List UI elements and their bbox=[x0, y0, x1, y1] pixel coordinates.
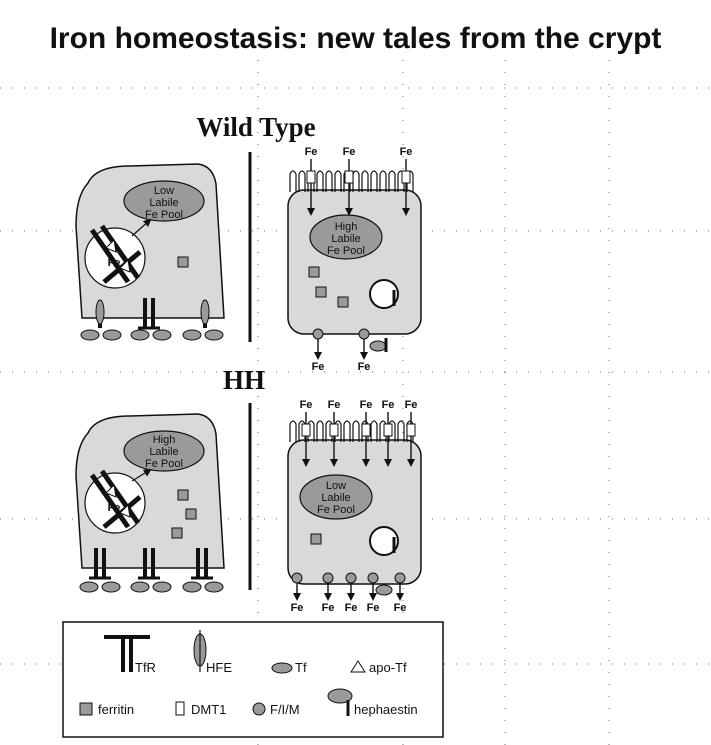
legend-tfr-label: TfR bbox=[135, 660, 156, 675]
ferritin-icon bbox=[177, 256, 189, 268]
hh-villus-pool-line1: Low bbox=[326, 480, 346, 492]
hephaestin-icon bbox=[375, 584, 393, 596]
hh-endosome-fe: Fe bbox=[108, 502, 121, 514]
legend: TfR HFE Tf apo-Tf ferritin DMT1 F/I/M he… bbox=[62, 621, 444, 738]
ferritin-icon bbox=[177, 489, 189, 501]
legend-box bbox=[62, 621, 444, 738]
hh-villus-pool-line3: Fe Pool bbox=[317, 504, 355, 516]
fim-icon bbox=[322, 572, 334, 584]
hh-villus-pool-icon bbox=[299, 474, 373, 520]
wild-type-crypt-cell: Low Labile Fe Pool Fe bbox=[75, 163, 225, 341]
dmt1-icon bbox=[344, 170, 354, 184]
dmt1-icon bbox=[361, 423, 371, 437]
dmt1-icon bbox=[175, 701, 185, 716]
hh-fe-export: Fe Fe Fe Fe Fe bbox=[291, 572, 407, 614]
fim-icon bbox=[367, 572, 379, 584]
hfe-icon bbox=[193, 630, 207, 672]
fe-label: Fe bbox=[322, 602, 335, 614]
fe-label: Fe bbox=[312, 361, 325, 373]
fe-label: Fe bbox=[343, 146, 356, 158]
hh-crypt-receptors bbox=[79, 548, 224, 593]
fe-label: Fe bbox=[345, 602, 358, 614]
hh-fe-uptake: Fe Fe Fe Fe Fe bbox=[300, 399, 418, 467]
figure-title: Iron homeostasis: new tales from the cry… bbox=[49, 22, 662, 55]
dmt1-icon bbox=[329, 423, 339, 437]
tfr-icon bbox=[104, 635, 150, 672]
ferritin-icon bbox=[337, 296, 349, 308]
fim-icon bbox=[252, 702, 266, 716]
hh-crypt-pool-line1: High bbox=[153, 434, 176, 446]
fim-icon bbox=[394, 572, 406, 584]
ferritin-icon bbox=[315, 286, 327, 298]
wild-type-villus-pool-line3: Fe Pool bbox=[327, 245, 365, 257]
legend-apo-tf-label: apo-Tf bbox=[369, 660, 407, 675]
hh-crypt-pool-icon bbox=[123, 430, 205, 472]
ferritin-icon bbox=[308, 266, 320, 278]
hh-villus-pool-line2: Labile bbox=[321, 492, 350, 504]
fe-label: Fe bbox=[382, 399, 395, 411]
wild-type-fe-uptake: Fe Fe Fe bbox=[305, 146, 413, 216]
legend-fim-label: F/I/M bbox=[270, 702, 300, 717]
fim-icon bbox=[291, 572, 303, 584]
legend-hephaestin-label: hephaestin bbox=[354, 702, 418, 717]
hephaestin-vesicle-icon bbox=[369, 279, 399, 309]
fe-label: Fe bbox=[360, 399, 373, 411]
hephaestin-icon bbox=[327, 688, 353, 716]
hephaestin-vesicle-icon bbox=[369, 526, 399, 556]
dmt1-icon bbox=[383, 423, 393, 437]
ferritin-icon bbox=[171, 527, 183, 539]
wild-type-crypt-pool-icon bbox=[123, 180, 205, 222]
fe-label: Fe bbox=[328, 399, 341, 411]
tf-icon bbox=[271, 662, 293, 674]
fim-icon bbox=[358, 328, 370, 340]
fe-label: Fe bbox=[291, 602, 304, 614]
legend-ferritin-label: ferritin bbox=[98, 702, 134, 717]
fe-label: Fe bbox=[305, 146, 318, 158]
hh-heading: HH bbox=[223, 365, 265, 395]
fe-label: Fe bbox=[300, 399, 313, 411]
fim-icon bbox=[312, 328, 324, 340]
ferritin-icon bbox=[185, 508, 197, 520]
fim-icon bbox=[345, 572, 357, 584]
wild-type-crypt-pool-line1: Low bbox=[154, 185, 174, 197]
fe-label: Fe bbox=[400, 146, 413, 158]
dmt1-icon bbox=[406, 423, 416, 437]
dmt1-icon bbox=[401, 170, 411, 184]
ferritin-icon bbox=[310, 533, 322, 545]
ferritin-icon bbox=[79, 702, 93, 716]
wild-type-villus-pool-line1: High bbox=[335, 221, 358, 233]
hh-crypt-pool-line2: Labile bbox=[149, 446, 178, 458]
legend-dmt1-label: DMT1 bbox=[191, 702, 226, 717]
hephaestin-icon bbox=[369, 340, 387, 352]
wild-type-crypt-pool-line3: Fe Pool bbox=[145, 209, 183, 221]
wild-type-fe-export: Fe Fe bbox=[312, 328, 371, 373]
wild-type-endosome-fe: Fe bbox=[108, 257, 121, 269]
wild-type-heading: Wild Type bbox=[196, 112, 315, 142]
dmt1-icon bbox=[301, 423, 311, 437]
fe-label: Fe bbox=[367, 602, 380, 614]
fe-label: Fe bbox=[358, 361, 371, 373]
fe-label: Fe bbox=[394, 602, 407, 614]
legend-tf-label: Tf bbox=[295, 660, 307, 675]
fe-label: Fe bbox=[405, 399, 418, 411]
wild-type-crypt-pool-line2: Labile bbox=[149, 197, 178, 209]
hh-crypt-pool-line3: Fe Pool bbox=[145, 458, 183, 470]
apo-tf-icon bbox=[350, 660, 366, 673]
wild-type-villus-pool-line2: Labile bbox=[331, 233, 360, 245]
wild-type-crypt-receptors bbox=[80, 298, 224, 341]
legend-hfe-label: HFE bbox=[206, 660, 232, 675]
hh-crypt-cell: High Labile Fe Pool Fe bbox=[75, 413, 225, 593]
dmt1-icon bbox=[306, 170, 316, 184]
